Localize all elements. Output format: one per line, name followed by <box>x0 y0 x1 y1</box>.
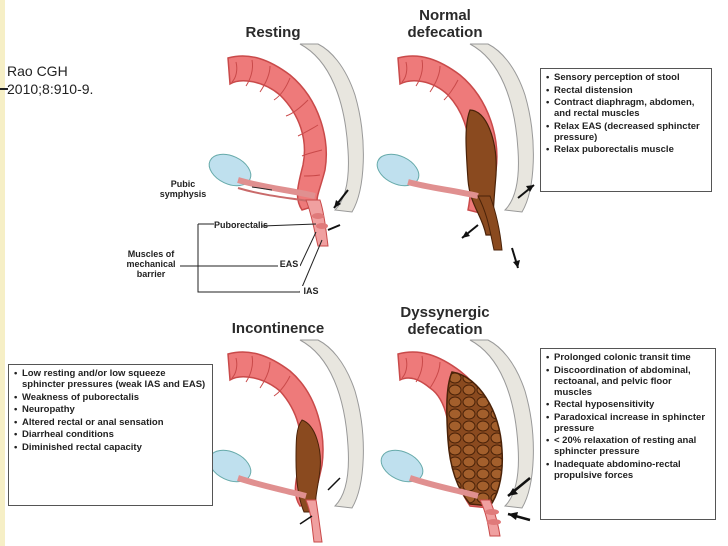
resting-sacrum <box>299 43 364 213</box>
normal-list-item: Relax EAS (decreased sphincter pressure) <box>546 121 706 143</box>
dyssynergic-list-item: Inadequate abdomino-rectal propulsive fo… <box>546 459 710 481</box>
label-pubic-line1: Pubic <box>170 179 196 189</box>
label-eas: EAS <box>278 259 300 269</box>
title-dyssynergic-line2: defecation <box>407 321 483 338</box>
dyssynergic-box: Prolonged colonic transit time Discoordi… <box>540 348 716 520</box>
label-muscles-mechanical-barrier: Muscles of mechanical barrier <box>120 249 182 279</box>
incontinence-list-item: Weakness of puborectalis <box>14 392 207 403</box>
citation: Rao CGH 2010;8:910-9. <box>7 63 94 97</box>
dyssynergic-list: Prolonged colonic transit time Discoordi… <box>546 352 710 481</box>
label-pubic-symphysis: Pubic symphysis <box>153 179 213 199</box>
title-incontinence-text: Incontinence <box>231 320 325 337</box>
title-resting-text: Resting <box>245 24 301 41</box>
incontinence-list-item: Altered rectal or anal sensation <box>14 417 207 428</box>
dyssynergic-list-item: Rectal hyposensitivity <box>546 399 710 410</box>
incontinence-list-item: Diminished rectal capacity <box>14 442 207 453</box>
dyssynergic-anatomy <box>380 339 534 537</box>
citation-marker <box>0 88 8 90</box>
title-normal: Normal defecation <box>400 7 490 41</box>
label-ias: IAS <box>300 286 322 296</box>
normal-list-item: Contract diaphragm, abdomen, and rectal … <box>546 97 706 119</box>
label-eas-text: EAS <box>279 259 299 269</box>
dyssynergic-stool <box>446 371 504 507</box>
normal-list-item: Rectal distension <box>546 85 706 96</box>
dyssynergic-list-item: Prolonged colonic transit time <box>546 352 710 363</box>
title-normal-line2: defecation <box>407 24 483 41</box>
title-resting: Resting <box>228 24 318 41</box>
incontinence-box: Low resting and/or low squeeze sphincter… <box>8 364 213 506</box>
resting-anatomy <box>208 43 364 247</box>
incontinence-list-item: Diarrheal conditions <box>14 429 207 440</box>
normal-defecation-box: Sensory perception of stool Rectal diste… <box>540 68 712 192</box>
title-dyssynergic-line1: Dyssynergic <box>400 304 490 321</box>
label-muscles-line1: Muscles of <box>127 249 175 259</box>
title-dyssynergic: Dyssynergic defecation <box>390 304 500 338</box>
label-puborectalis: Puborectalis <box>214 220 268 230</box>
dyssynergic-list-item: Paradoxical increase in sphincter pressu… <box>546 412 710 434</box>
left-accent-strip <box>0 0 5 546</box>
normal-anatomy <box>376 43 535 269</box>
title-normal-line1: Normal <box>419 7 471 24</box>
normal-list-item: Sensory perception of stool <box>546 72 706 83</box>
incontinence-anatomy <box>208 339 364 543</box>
label-ias-text: IAS <box>303 286 319 296</box>
incontinence-list: Low resting and/or low squeeze sphincter… <box>14 368 207 453</box>
normal-list: Sensory perception of stool Rectal diste… <box>546 72 706 155</box>
label-pubic-line2: symphysis <box>159 189 207 199</box>
label-puborectalis-text: Puborectalis <box>214 220 269 230</box>
dyssynergic-list-item: Discoordination of abdominal, rectoanal,… <box>546 365 710 398</box>
incontinence-list-item: Low resting and/or low squeeze sphincter… <box>14 368 207 390</box>
label-muscles-line2: mechanical <box>126 259 176 269</box>
incontinence-list-item: Neuropathy <box>14 404 207 415</box>
dyssynergic-list-item: < 20% relaxation of resting anal sphinct… <box>546 435 710 457</box>
title-incontinence: Incontinence <box>218 320 338 337</box>
normal-list-item: Relax puborectalis muscle <box>546 144 706 155</box>
label-muscles-line3: barrier <box>136 269 166 279</box>
